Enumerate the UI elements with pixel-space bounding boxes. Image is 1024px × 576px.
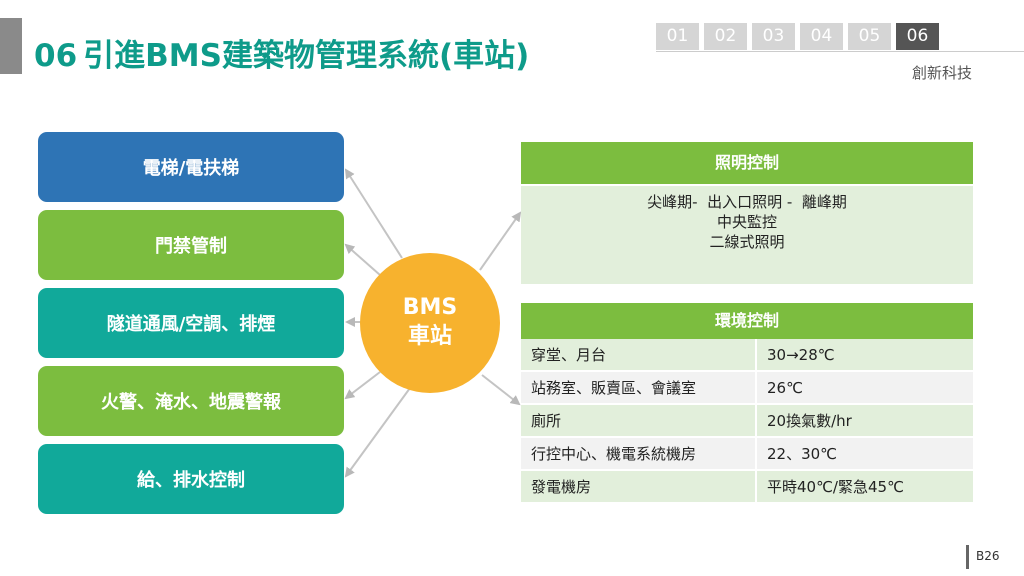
section-number: 06 — [34, 38, 78, 74]
arrow-water — [344, 387, 411, 478]
box-water-control: 給、排水控制 — [38, 444, 344, 514]
tab-02[interactable]: 02 — [704, 23, 747, 50]
hub-line-1: BMS — [402, 295, 458, 321]
lighting-header: 照明控制 — [521, 142, 973, 184]
arrow-elevator — [344, 168, 403, 259]
top-rule — [656, 51, 1024, 52]
subtitle: 創新科技 — [911, 64, 972, 82]
accent-bar — [0, 18, 22, 74]
value-cell: 平時40℃/緊急45℃ — [757, 471, 973, 504]
lighting-line-2: 中央監控 — [716, 213, 777, 231]
tab-04[interactable]: 04 — [800, 23, 843, 50]
location-cell: 穿堂、月台 — [521, 339, 757, 372]
tab-03[interactable]: 03 — [752, 23, 795, 50]
box-access-control: 門禁管制 — [38, 210, 344, 280]
box-ventilation: 隧道通風/空調、排煙 — [38, 288, 344, 358]
value-cell: 26℃ — [757, 372, 973, 405]
arrow-access — [344, 243, 381, 276]
lighting-line-3: 二線式照明 — [709, 233, 785, 251]
box-fire-alarm: 火警、淹水、地震警報 — [38, 366, 344, 436]
page-number: B26 — [976, 549, 1000, 563]
arrow-fire — [344, 371, 381, 400]
location-cell: 發電機房 — [521, 471, 757, 504]
tab-06[interactable]: 06 — [896, 23, 939, 50]
location-cell: 廁所 — [521, 405, 757, 438]
table-row: 發電機房平時40℃/緊急45℃ — [521, 471, 973, 504]
section-tabs: 01 02 03 04 05 06 — [656, 23, 939, 50]
tab-05[interactable]: 05 — [848, 23, 891, 50]
arrow-lighting — [479, 211, 522, 271]
lighting-body: 尖峰期- 出入口照明 - 離峰期 中央監控 二線式照明 — [521, 186, 973, 284]
environment-header: 環境控制 — [521, 303, 973, 339]
value-cell: 20換氣數/hr — [757, 405, 973, 438]
tab-01[interactable]: 01 — [656, 23, 699, 50]
bms-hub-circle: BMS 車站 — [360, 253, 500, 393]
arrow-environment — [481, 374, 521, 406]
value-cell: 30→28℃ — [757, 339, 973, 372]
lighting-line-1: 尖峰期- 出入口照明 - 離峰期 — [647, 193, 847, 211]
title-text: 引進BMS建築物管理系統(車站) — [83, 38, 530, 74]
hub-line-2: 車站 — [407, 324, 452, 349]
location-cell: 站務室、販賣區、會議室 — [521, 372, 757, 405]
value-cell: 22、30℃ — [757, 438, 973, 471]
location-cell: 行控中心、機電系統機房 — [521, 438, 757, 471]
box-elevator: 電梯/電扶梯 — [38, 132, 344, 202]
page-rule — [966, 545, 969, 569]
